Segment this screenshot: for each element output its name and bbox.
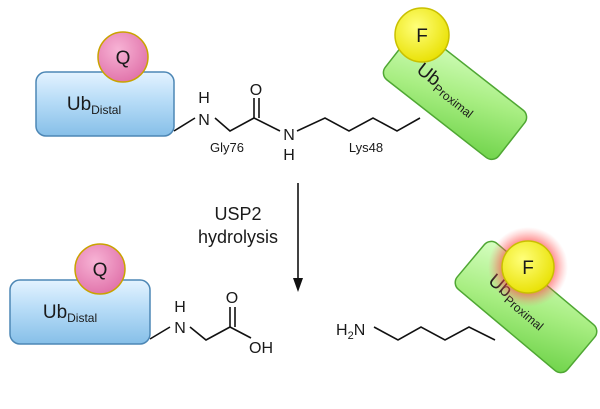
bottom-h-atom: H bbox=[174, 299, 186, 316]
bottom-amine-group: H2N bbox=[336, 322, 365, 342]
gly76-label: Gly76 bbox=[210, 140, 244, 155]
bottom-quencher-badge: Q bbox=[74, 243, 126, 295]
top-n-atom: N bbox=[198, 112, 210, 129]
top-h-atom: H bbox=[198, 90, 210, 107]
bottom-o-atom: O bbox=[226, 290, 238, 307]
bottom-glycine-acid bbox=[149, 307, 252, 341]
top-quencher-badge: Q bbox=[97, 31, 149, 83]
process-label: hydrolysis bbox=[198, 227, 278, 247]
top-distal-ubiquitin: UbDistal bbox=[35, 71, 175, 137]
bottom-oh-group: OH bbox=[249, 340, 273, 357]
lys48-label: Lys48 bbox=[349, 140, 383, 155]
top-isopeptide-linkage bbox=[173, 98, 421, 132]
enzyme-label: USP2 bbox=[214, 204, 261, 224]
top-proximal-ubiquitin: UbProximal bbox=[382, 29, 528, 161]
bottom-distal-ubiquitin: UbDistal bbox=[9, 279, 151, 345]
bottom-lysine-chain bbox=[373, 326, 496, 341]
bottom-distal-label: UbDistal bbox=[43, 302, 97, 325]
bottom-fluorophore-badge: F bbox=[488, 227, 568, 307]
reaction-arrow bbox=[293, 183, 303, 292]
bottom-n-atom: N bbox=[174, 320, 186, 337]
svg-text:Q: Q bbox=[116, 48, 131, 69]
top-amide-n-atom: N bbox=[283, 127, 295, 144]
top-distal-label: UbDistal bbox=[67, 94, 121, 117]
top-o-atom: O bbox=[250, 82, 262, 99]
top-amide-h-atom: H bbox=[283, 147, 295, 164]
svg-text:F: F bbox=[416, 26, 428, 47]
svg-text:Q: Q bbox=[93, 260, 108, 281]
top-fluorophore-badge: F bbox=[394, 7, 450, 63]
svg-text:F: F bbox=[522, 258, 534, 279]
